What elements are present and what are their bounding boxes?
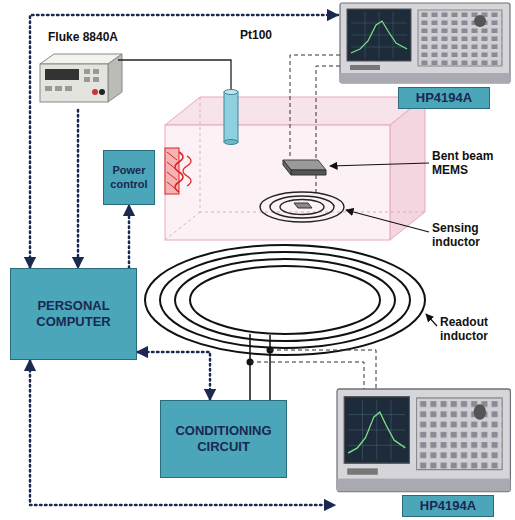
leader-line — [330, 163, 429, 166]
readout-inductor — [145, 245, 425, 355]
analyzer-top — [340, 3, 510, 83]
analyzer-node: HP4194A — [338, 2, 513, 114]
leader-line — [426, 314, 437, 326]
mems-chip — [283, 160, 326, 175]
control-link — [30, 360, 335, 505]
pt100-probe — [224, 90, 238, 145]
sensing-inductor — [260, 192, 344, 222]
node-text: HP4194A — [420, 498, 476, 514]
measurement-lead — [290, 55, 340, 158]
thermal-chamber — [165, 97, 425, 240]
leader-line — [346, 210, 429, 232]
computer-box: PERSONAL COMPUTER — [10, 268, 137, 360]
part-label: Pt100 — [240, 29, 290, 43]
node-text: CONDITIONING CIRCUIT — [164, 423, 283, 454]
node-text: Fluke 8840A — [35, 30, 127, 44]
instrument-tag: HP4194A — [398, 87, 490, 109]
measurement-lead — [316, 66, 340, 196]
analyzer-bottom — [337, 389, 510, 491]
coil-wire — [250, 334, 270, 400]
analyzer-node: HP4194A — [335, 385, 513, 518]
probe-wire — [118, 60, 231, 92]
part-label: Readout inductor — [440, 316, 512, 344]
part-label: Bent beam MEMS — [432, 150, 510, 178]
control-link — [30, 15, 338, 268]
power-control-box: Power control — [103, 150, 155, 205]
control-link — [77, 110, 80, 268]
node-text: HP4194A — [416, 90, 472, 106]
instrument-tag: HP4194A — [402, 495, 494, 517]
node-text: PERSONAL COMPUTER — [14, 298, 133, 329]
part-label: Sensing inductor — [432, 222, 510, 250]
multimeter — [40, 54, 122, 102]
measurement-lead — [270, 350, 376, 389]
control-link — [137, 352, 210, 400]
conditioning-box: CONDITIONING CIRCUIT — [160, 400, 287, 478]
measurement-lead — [250, 362, 364, 389]
control-link — [128, 205, 131, 268]
node-text: Power control — [107, 164, 151, 190]
heater — [165, 148, 191, 194]
multimeter-node: Fluke 8840A — [35, 30, 127, 110]
